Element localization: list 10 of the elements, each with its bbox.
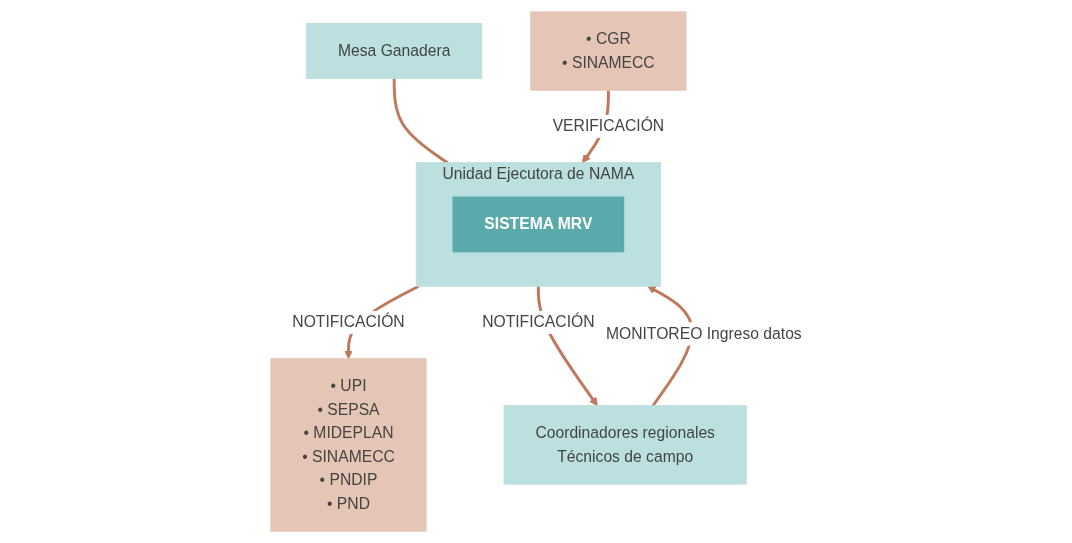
node-box: Coordinadores regionales Técnicos de campo (503, 405, 747, 485)
edge-label: MONITOREO Ingreso datos (605, 325, 802, 342)
edge-label: NOTIFICACIÓN (292, 313, 405, 331)
node-box: Mesa Ganadera (305, 23, 482, 79)
node-box: • CGR • SINAMECC (530, 11, 687, 91)
edge-label: VERIFICACIÓN (552, 117, 664, 135)
node-box: • UPI • SEPSA • MIDEPLAN • SINAMECC • PNDIP • PND (270, 358, 427, 532)
connector (392, 78, 449, 164)
node-box: SISTEMA MRV (452, 196, 624, 253)
edge-label: NOTIFICACIÓN (481, 313, 595, 331)
